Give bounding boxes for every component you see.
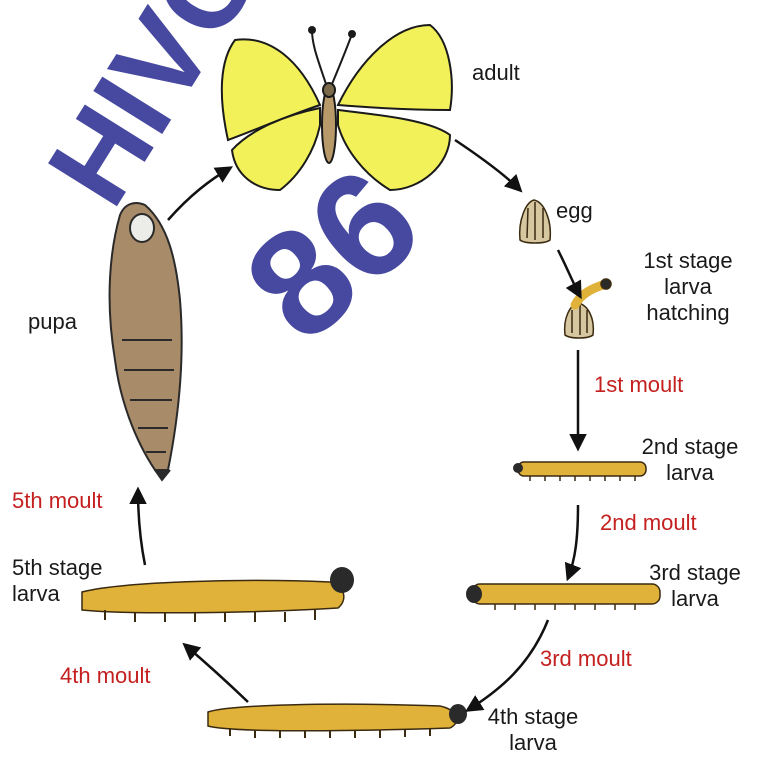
larva-5-label-line: larva bbox=[12, 581, 103, 607]
hatching-label-line: hatching bbox=[618, 300, 758, 326]
moult-3-label: 3rd moult bbox=[540, 646, 632, 672]
larva-4-label: 4th stage larva bbox=[468, 704, 598, 756]
larva-4-label-line: 4th stage bbox=[468, 704, 598, 730]
butterfly-icon bbox=[222, 25, 452, 190]
moult-4-label: 4th moult bbox=[60, 663, 151, 689]
larva-2-label-line: 2nd stage bbox=[620, 434, 760, 460]
pupa-icon bbox=[110, 203, 182, 480]
larva-2-label: 2nd stage larva bbox=[620, 434, 760, 486]
larva-4-label-line: larva bbox=[468, 730, 598, 756]
larva-3-label-line: larva bbox=[630, 586, 760, 612]
larva-3-label-line: 3rd stage bbox=[630, 560, 760, 586]
hatching-label-line: larva bbox=[618, 274, 758, 300]
adult-label: adult bbox=[472, 60, 520, 86]
hatching-label-line: 1st stage bbox=[618, 248, 758, 274]
hatching-label: 1st stage larva hatching bbox=[618, 248, 758, 326]
egg-label: egg bbox=[556, 198, 593, 224]
pupa-label: pupa bbox=[28, 309, 77, 335]
arrow-icon bbox=[138, 140, 580, 710]
caterpillar-icon bbox=[82, 567, 354, 622]
egg-icon bbox=[520, 200, 551, 243]
larva-3-label: 3rd stage larva bbox=[630, 560, 760, 612]
moult-2-label: 2nd moult bbox=[600, 510, 697, 536]
larva-5-label-line: 5th stage bbox=[12, 555, 103, 581]
caterpillar-icon bbox=[208, 704, 467, 738]
larva-5-label: 5th stage larva bbox=[12, 555, 103, 607]
hatching-larva-icon bbox=[565, 279, 611, 338]
larva-2-label-line: larva bbox=[620, 460, 760, 486]
moult-5-label: 5th moult bbox=[12, 488, 103, 514]
moult-1-label: 1st moult bbox=[594, 372, 683, 398]
